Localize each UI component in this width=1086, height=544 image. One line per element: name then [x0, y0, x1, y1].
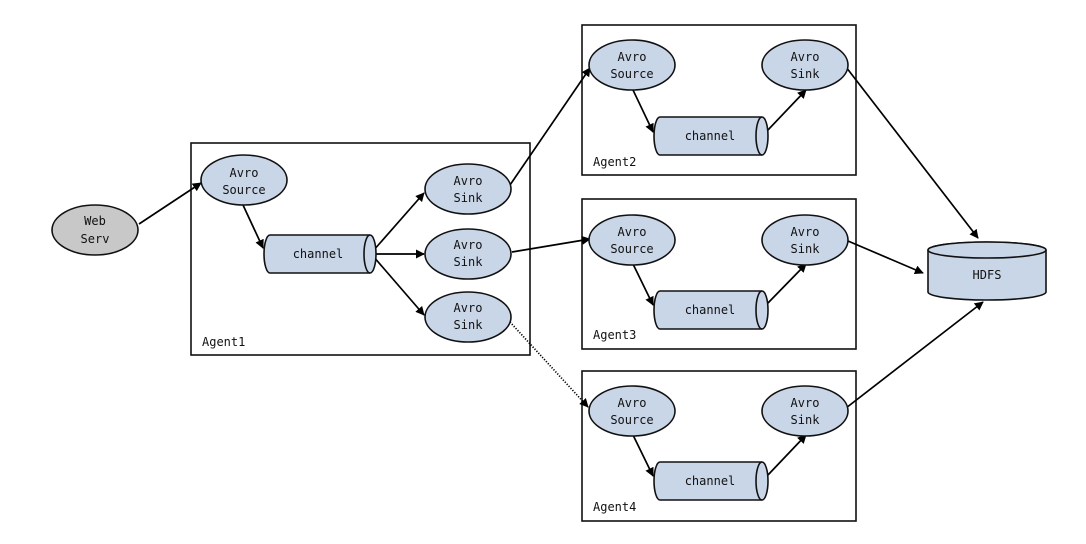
edge-agent3-channel-to-sink — [766, 263, 807, 305]
edge-agent2-channel-to-sink — [766, 89, 807, 132]
agent4-source-line1: Avro — [618, 396, 647, 410]
agent3-sink-line2: Sink — [791, 242, 821, 256]
agent4-source-line2: Source — [610, 413, 653, 427]
agent1-channel: channel — [263, 234, 377, 274]
edge-sink2-to-agent3-source — [511, 235, 591, 253]
agent4-sink-line1: Avro — [791, 396, 820, 410]
agent4-channel-label: channel — [685, 474, 736, 488]
agent2-source-node: Avro Source — [588, 39, 676, 91]
edge-agent2-source-to-channel — [632, 89, 654, 133]
agent4-sink-line2: Sink — [791, 413, 821, 427]
edge-agent3-sink-to-hdfs — [847, 240, 924, 274]
agent3-source-line1: Avro — [618, 225, 647, 239]
edge-agent4-channel-to-sink — [766, 434, 807, 477]
agent3-source-line2: Source — [610, 242, 653, 256]
web-server-line1: Web — [84, 214, 106, 228]
agent4-sink-node: Avro Sink — [761, 385, 849, 437]
agent1-sink2-line2: Sink — [454, 255, 484, 269]
hdfs-label: HDFS — [973, 268, 1002, 282]
agent3-channel: channel — [653, 290, 769, 330]
agent2-sink-node: Avro Sink — [761, 39, 849, 91]
agent2-source-line2: Source — [610, 67, 653, 81]
agent1-sink-1: Avro Sink — [424, 163, 512, 215]
edge-web-to-agent1-source — [138, 182, 202, 225]
agent2-sink-line1: Avro — [791, 50, 820, 64]
edge-agent4-source-to-channel — [632, 434, 654, 477]
agent1-sink1-line2: Sink — [454, 191, 484, 205]
agent1-sink3-line2: Sink — [454, 318, 484, 332]
edge-sink3-to-agent4-source — [509, 321, 589, 408]
agent3-label: Agent3 — [593, 328, 636, 342]
agent4-label: Agent4 — [593, 500, 636, 514]
agent2-channel-label: channel — [685, 129, 736, 143]
agent1-label: Agent1 — [202, 335, 245, 349]
agent4-channel: channel — [653, 461, 769, 501]
edge-agent1-channel-to-sink1 — [372, 192, 425, 252]
agent1-source-line2: Source — [222, 183, 265, 197]
edges — [138, 66, 984, 477]
agent1-source-line1: Avro — [230, 166, 259, 180]
edge-agent1-source-to-channel — [242, 204, 264, 249]
agent2-channel: channel — [653, 116, 769, 156]
agent2-box — [581, 24, 857, 176]
agent4-box — [581, 370, 857, 522]
agent3-source-node: Avro Source — [588, 214, 676, 266]
agent1-source-node: Avro Source — [200, 154, 288, 206]
agent3-box — [581, 198, 857, 350]
agent1-sink-2: Avro Sink — [424, 228, 512, 280]
agent4-source-node: Avro Source — [588, 385, 676, 437]
agent2-sink-line2: Sink — [791, 67, 821, 81]
agent1-sink3-line1: Avro — [454, 301, 483, 315]
agent3-sink-line1: Avro — [791, 225, 820, 239]
edge-agent3-source-to-channel — [632, 263, 654, 306]
agent1-channel-label: channel — [293, 247, 344, 261]
hdfs-database-icon: HDFS — [927, 241, 1047, 301]
edge-sink1-to-agent2-source — [509, 67, 591, 186]
agent3-channel-label: channel — [685, 303, 736, 317]
edge-agent2-sink-to-hdfs — [845, 66, 979, 239]
web-server-line2: Serv — [81, 232, 110, 246]
agent1-sink-3: Avro Sink — [424, 291, 512, 343]
agent3-sink-node: Avro Sink — [761, 214, 849, 266]
agent1-sink1-line1: Avro — [454, 174, 483, 188]
edge-agent4-sink-to-hdfs — [845, 301, 984, 409]
agent2-source-line1: Avro — [618, 50, 647, 64]
agent1-sink2-line1: Avro — [454, 238, 483, 252]
agent2-label: Agent2 — [593, 155, 636, 169]
web-server-node: Web Serv — [51, 204, 139, 256]
edge-agent1-channel-to-sink3 — [372, 255, 425, 316]
